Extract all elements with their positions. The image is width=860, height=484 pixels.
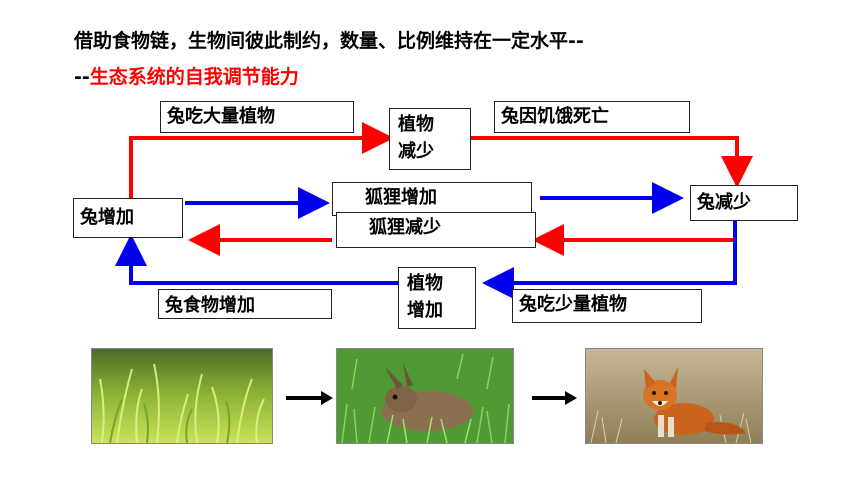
arrow-rabbit-to-plants-decrease <box>129 122 394 198</box>
arrow-grass-to-rabbit-head <box>321 391 333 405</box>
subheading-highlight: 生态系统的自我调节能力 <box>89 66 299 88</box>
plants-decrease-line2: 减少 <box>398 141 434 162</box>
plants-increase-line1: 植物 <box>407 273 443 294</box>
box-rabbit-eats-more: 兔吃大量植物 <box>160 101 354 133</box>
subheading-dash: -- <box>74 66 90 88</box>
box-rabbit-food-increase: 兔食物增加 <box>158 289 332 319</box>
box-plants-increase: 植物 增加 <box>398 267 476 329</box>
box-rabbit-decrease: 兔减少 <box>690 185 798 221</box>
box-plants-decrease: 植物 减少 <box>389 108 471 170</box>
arrow-rabbit-to-fox-head <box>565 391 577 405</box>
box-rabbit-increase: 兔增加 <box>73 198 183 238</box>
plants-decrease-line1: 植物 <box>398 114 434 135</box>
arrow-plants-decrease-to-rabbit-decrease <box>470 136 753 188</box>
subheading: --生态系统的自我调节能力 <box>74 62 299 89</box>
fox-photo <box>585 348 763 444</box>
box-fox-increase: 狐狸增加 <box>332 182 532 216</box>
arrow-rabbit-decrease-to-plants-increase <box>482 221 737 299</box>
box-rabbit-starves: 兔因饥饿死亡 <box>494 101 690 133</box>
arrow-plants-increase-to-rabbit-increase <box>115 234 398 285</box>
rabbit-photo <box>336 348 514 444</box>
heading: 借助食物链，生物间彼此制约，数量、比例维持在一定水平-- <box>74 30 584 52</box>
plants-increase-line2: 增加 <box>407 300 443 321</box>
box-fox-decrease: 狐狸减少 <box>336 212 536 248</box>
grass-photo <box>91 348 273 444</box>
box-rabbit-eats-less: 兔吃少量植物 <box>512 289 702 323</box>
